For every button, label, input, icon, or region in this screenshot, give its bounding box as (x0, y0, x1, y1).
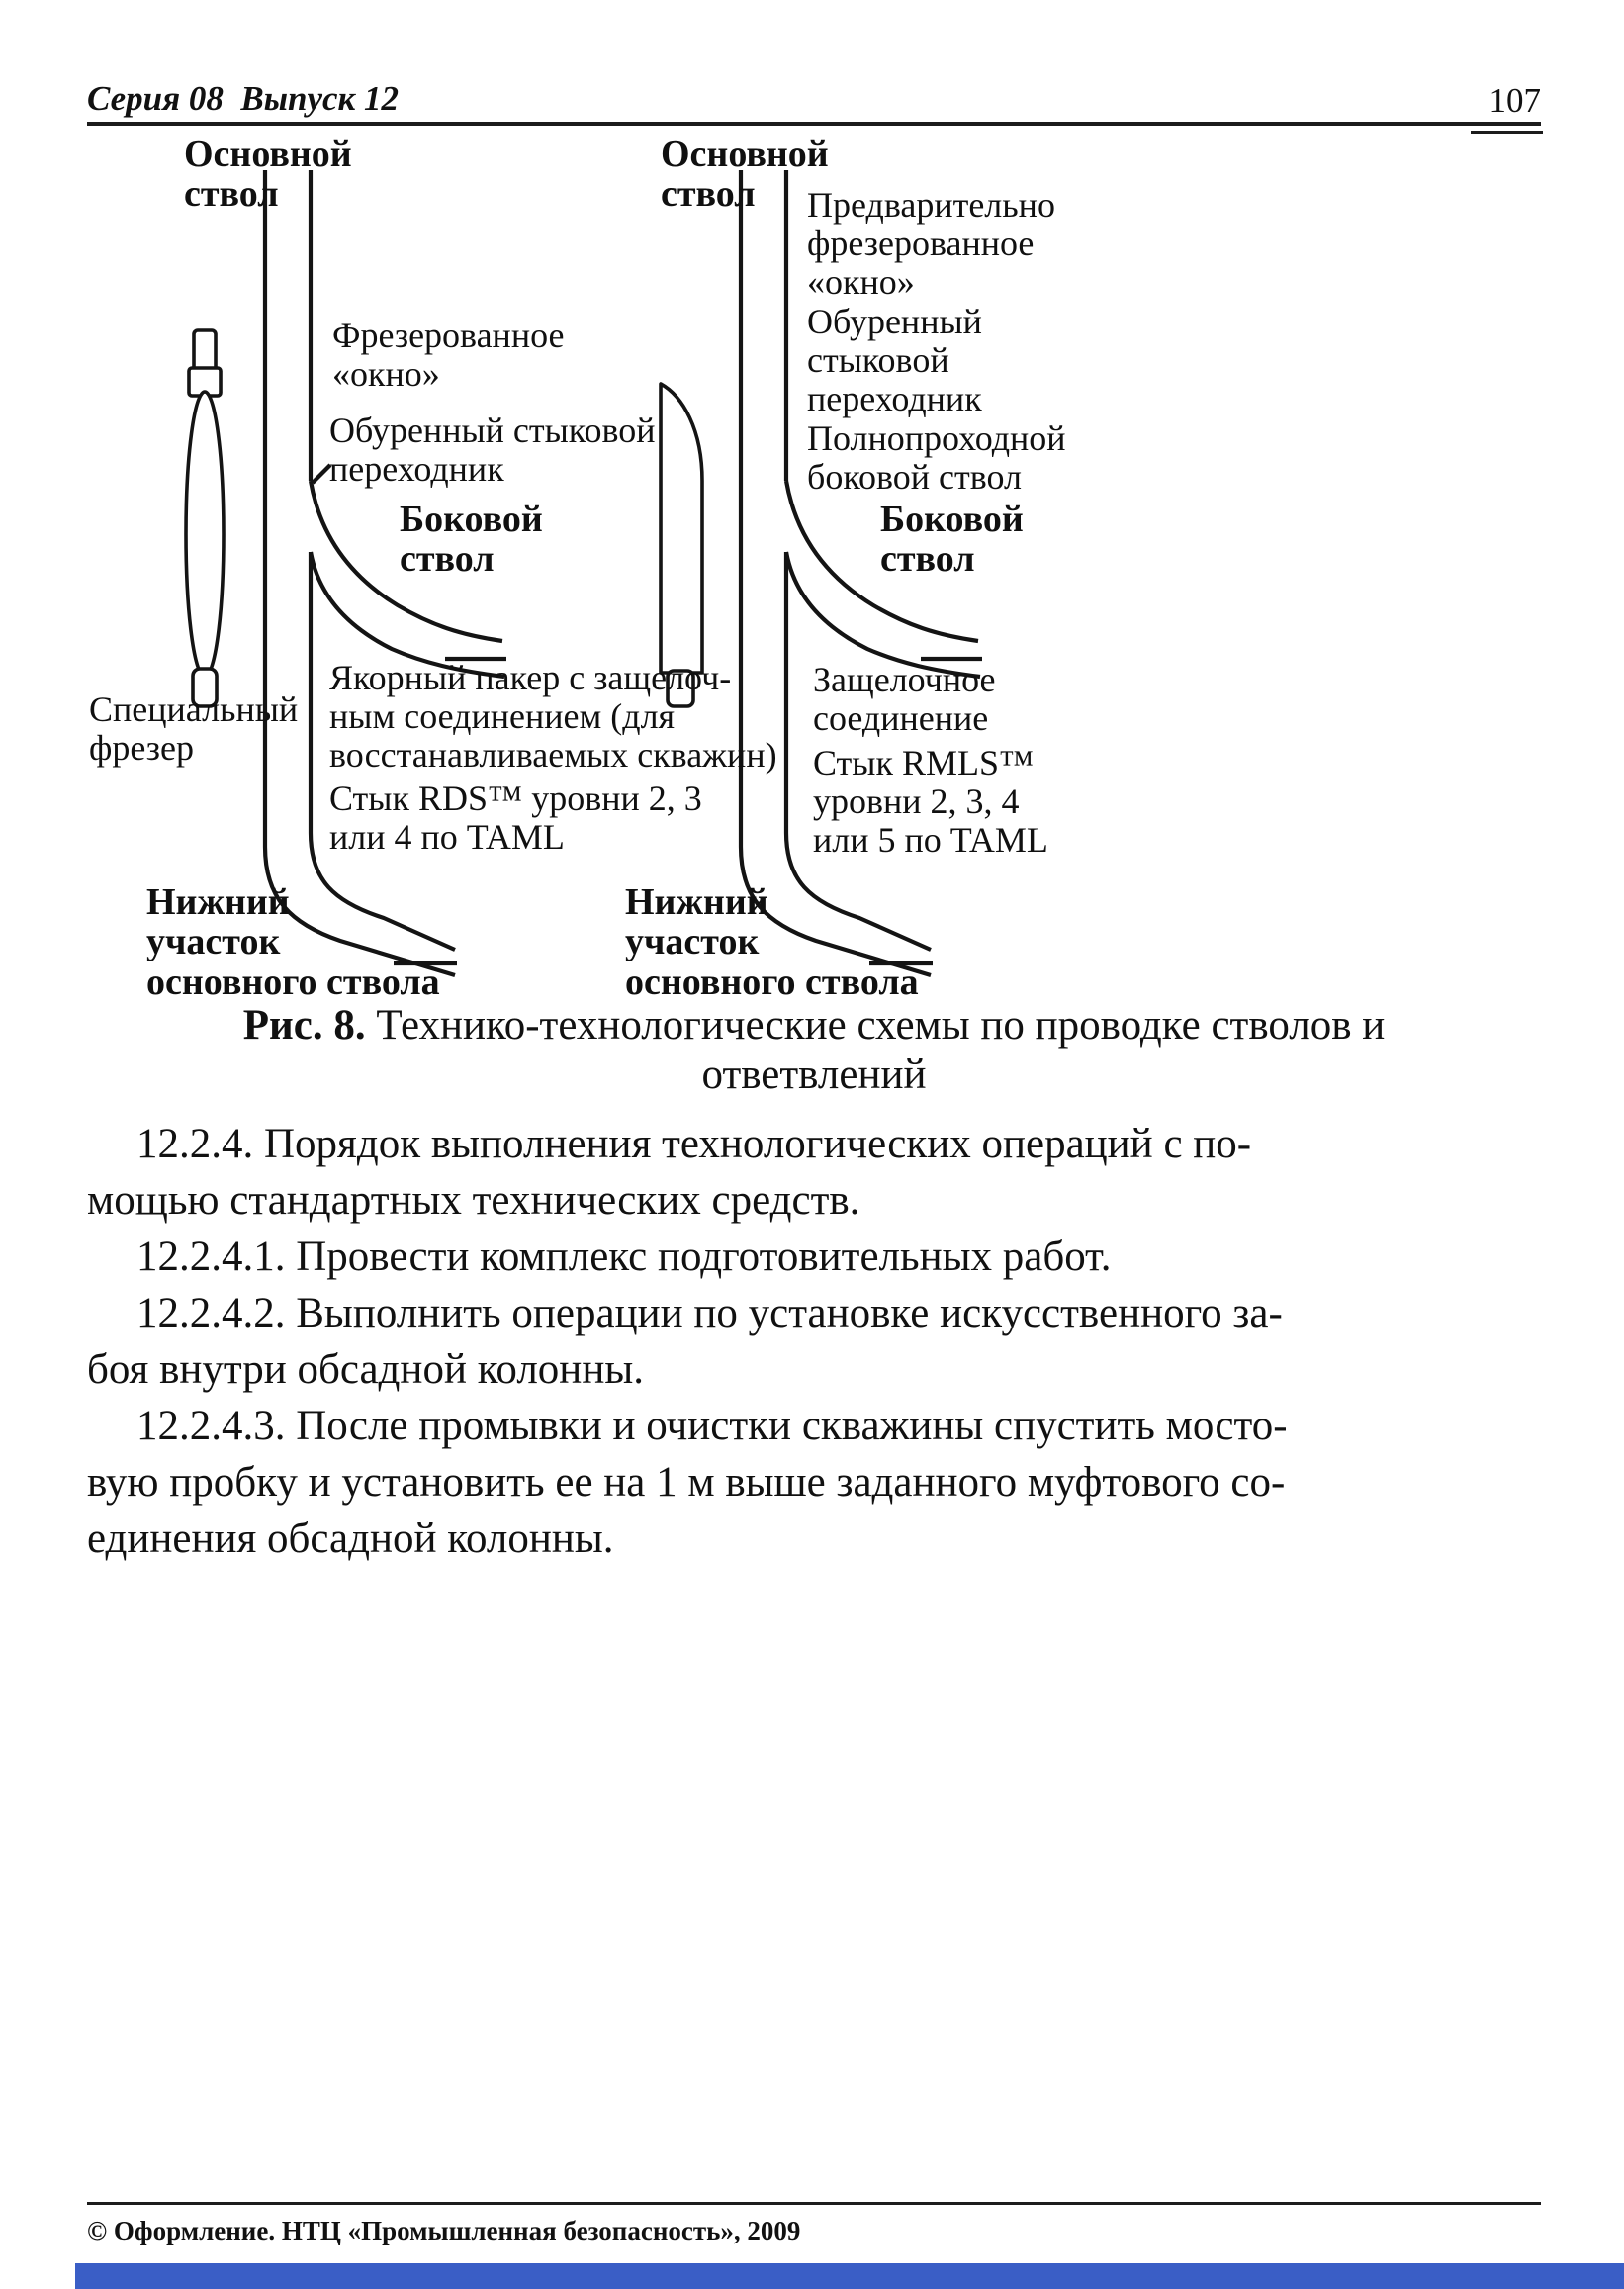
figure-caption-text: Технико-технологические схемы по проводк… (365, 1002, 1386, 1049)
left-main-bore-left-wall (262, 170, 456, 978)
label-pre-milled-window: Предварительно фрезерованное «окно» (807, 185, 1055, 302)
mill-bottom-tip (191, 667, 219, 708)
paragraph-12-2-4-1: 12.2.4.1. Провести комплекс подготовител… (136, 1234, 1112, 1280)
paragraph-12-2-4-2: 12.2.4.2. Выполнить операции по установк… (87, 1290, 1283, 1393)
paragraph-12-2-4-3: 12.2.4.3. После промывки и очистки скваж… (87, 1403, 1288, 1562)
label-right-adapter: Обуренный стыковой переходник (807, 302, 982, 418)
right-lateral-lower-wall (783, 551, 981, 680)
label-left-adapter: Обуренный стыковой переходник (329, 411, 656, 489)
page-number-underline (1471, 131, 1543, 134)
mill-top-stem (192, 328, 218, 374)
whipstock-latch (666, 669, 695, 708)
left-lateral-lower-wall (308, 551, 505, 680)
paragraph-12-2-4: 12.2.4. Порядок выполнения технологическ… (87, 1121, 1252, 1224)
label-right-main-bore: Основной ствол (661, 134, 829, 216)
wellbore-diagram-right (659, 170, 982, 978)
footer-rule (87, 2202, 1541, 2205)
header-series-title: Серия 08 Выпуск 12 (87, 79, 400, 118)
header-rule (87, 122, 1541, 126)
left-adapter-leader-line (311, 463, 332, 485)
wellbore-diagrams (184, 170, 982, 978)
label-left-lateral-bore: Боковой ствол (400, 499, 543, 581)
label-rds-joint: Стык RDS™ уровни 2, 3 или 4 по TAML (329, 778, 702, 857)
label-anchor-packer: Якорный пакер с защелоч- ным соединением… (329, 658, 777, 775)
left-main-bore-right-wall-lower (308, 552, 456, 952)
right-lateral-upper-wall (783, 480, 979, 644)
header-page-number: 107 (1489, 81, 1542, 120)
whipstock-body (659, 382, 704, 675)
mill-body (184, 390, 226, 679)
body-text: 12.2.4. Порядок выполнения технологическ… (87, 1116, 1551, 1567)
label-fullbore-lateral: Полнопроходной боковой ствол (807, 418, 1066, 497)
right-main-bore-right-wall-lower (783, 552, 932, 952)
special-mill-tool (184, 328, 226, 708)
footer-copyright: © Оформление. НТЦ «Промышленная безопасн… (87, 2216, 801, 2245)
figure-caption-line2: ответвлений (701, 1052, 927, 1098)
figure-caption-number: Рис. 8. (242, 1002, 366, 1049)
label-left-lower-section: Нижний участок основного ствола (146, 881, 440, 1003)
label-right-lateral-bore: Боковой ствол (880, 499, 1024, 581)
scan-edge-blue-bar (75, 2263, 1624, 2289)
label-left-milled-window: Фрезерованное «окно» (332, 316, 565, 394)
right-main-bore-left-wall (738, 170, 932, 978)
label-rmls-joint: Стык RMLS™ уровни 2, 3, 4 или 5 по TAML (813, 743, 1048, 860)
label-special-mill: Специальный фрезер (89, 689, 299, 768)
label-left-main-bore: Основной ствол (184, 134, 352, 216)
figure-caption-line1: Рис. 8. Технико-технологические схемы по… (87, 1001, 1541, 1051)
left-lateral-upper-wall (308, 480, 503, 644)
wellbore-diagram-left (184, 170, 506, 978)
label-right-lower-section: Нижний участок основного ствола (625, 881, 919, 1003)
whipstock-tool (659, 382, 704, 708)
label-latch-connection: Защелочное соединение (813, 660, 996, 738)
